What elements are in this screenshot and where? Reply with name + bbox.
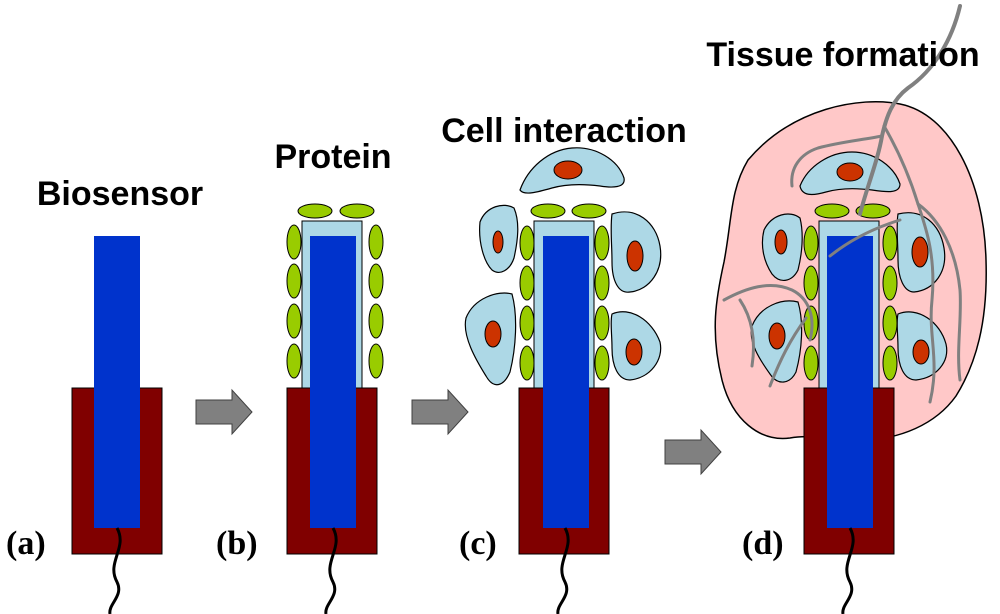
arrow-b-to-c xyxy=(411,388,469,436)
panel-title-c: Cell interaction xyxy=(441,112,687,150)
panel-title-b: Protein xyxy=(274,138,391,176)
cell-nucleus xyxy=(774,229,788,255)
cell-nucleus xyxy=(492,230,504,254)
panel-a: Biosensor (a) xyxy=(6,175,203,614)
protein-molecules xyxy=(519,203,610,381)
protein-molecule xyxy=(814,203,850,219)
cell-nucleus xyxy=(768,322,786,350)
arrow-a-to-b xyxy=(195,388,253,436)
cell-nucleus xyxy=(836,162,864,182)
protein-molecules xyxy=(286,203,384,379)
sensor-electrode xyxy=(310,236,356,528)
cell-nucleus xyxy=(553,160,583,180)
cell-nucleus xyxy=(912,339,930,365)
sensor-wire xyxy=(324,527,338,614)
panel-b: Protein (b) xyxy=(216,138,392,614)
protein-molecule xyxy=(519,345,535,381)
sensor-wire xyxy=(841,527,855,614)
panel-label-c: (c) xyxy=(459,525,497,562)
blood-vessel xyxy=(768,316,808,388)
protein-molecule xyxy=(882,305,898,341)
protein-molecule xyxy=(803,225,819,261)
protein-molecule xyxy=(286,263,302,299)
protein-molecule xyxy=(855,203,891,219)
protein-molecule xyxy=(594,265,610,301)
sensor-wire xyxy=(556,527,570,614)
cells xyxy=(464,147,662,386)
protein-molecule xyxy=(803,265,819,301)
protein-molecule xyxy=(368,343,384,379)
panel-label-d: (d) xyxy=(742,525,784,562)
panel-label-b: (b) xyxy=(216,525,258,562)
protein-molecule xyxy=(571,203,607,219)
protein-molecule xyxy=(368,303,384,339)
protein-molecule xyxy=(286,343,302,379)
cell-nucleus xyxy=(626,240,644,272)
protein-molecule xyxy=(882,225,898,261)
blood-vessel xyxy=(828,218,902,258)
blood-vessel xyxy=(916,202,962,382)
protein-molecule xyxy=(594,225,610,261)
protein-molecule xyxy=(368,263,384,299)
sensor-wire xyxy=(108,527,122,614)
sensor-electrode xyxy=(94,236,140,528)
panel-title-a: Biosensor xyxy=(37,175,203,213)
blood-vessel xyxy=(882,124,936,404)
protein-molecule xyxy=(803,345,819,381)
panel-d: Tissue formation (d) xyxy=(706,4,987,614)
sensor-electrode xyxy=(543,236,589,528)
sensor-electrode xyxy=(827,236,873,528)
protein-molecule xyxy=(882,345,898,381)
protein-molecule xyxy=(339,203,375,219)
panel-label-a: (a) xyxy=(6,525,46,562)
panel-c: Cell interaction (c) xyxy=(441,112,687,614)
protein-molecule xyxy=(530,203,566,219)
blood-vessel xyxy=(738,298,755,368)
cell-nucleus xyxy=(911,236,929,268)
arrow-c-to-d xyxy=(664,428,722,476)
cell-nucleus xyxy=(484,320,502,348)
protein-molecule xyxy=(519,225,535,261)
blood-vessel xyxy=(790,134,884,188)
blood-vessel xyxy=(858,4,962,216)
protein-molecule xyxy=(297,203,333,219)
protein-molecules xyxy=(803,203,898,381)
protein-molecule xyxy=(368,224,384,260)
cell-nucleus xyxy=(625,338,643,366)
protein-molecule xyxy=(594,305,610,341)
blood-vessels xyxy=(722,4,962,404)
protein-molecule xyxy=(882,265,898,301)
protein-molecule xyxy=(286,224,302,260)
protein-molecule xyxy=(594,345,610,381)
protein-molecule xyxy=(286,303,302,339)
protein-molecule xyxy=(519,305,535,341)
protein-molecule xyxy=(519,265,535,301)
blood-vessel xyxy=(722,283,814,342)
panel-title-d: Tissue formation xyxy=(706,36,979,74)
